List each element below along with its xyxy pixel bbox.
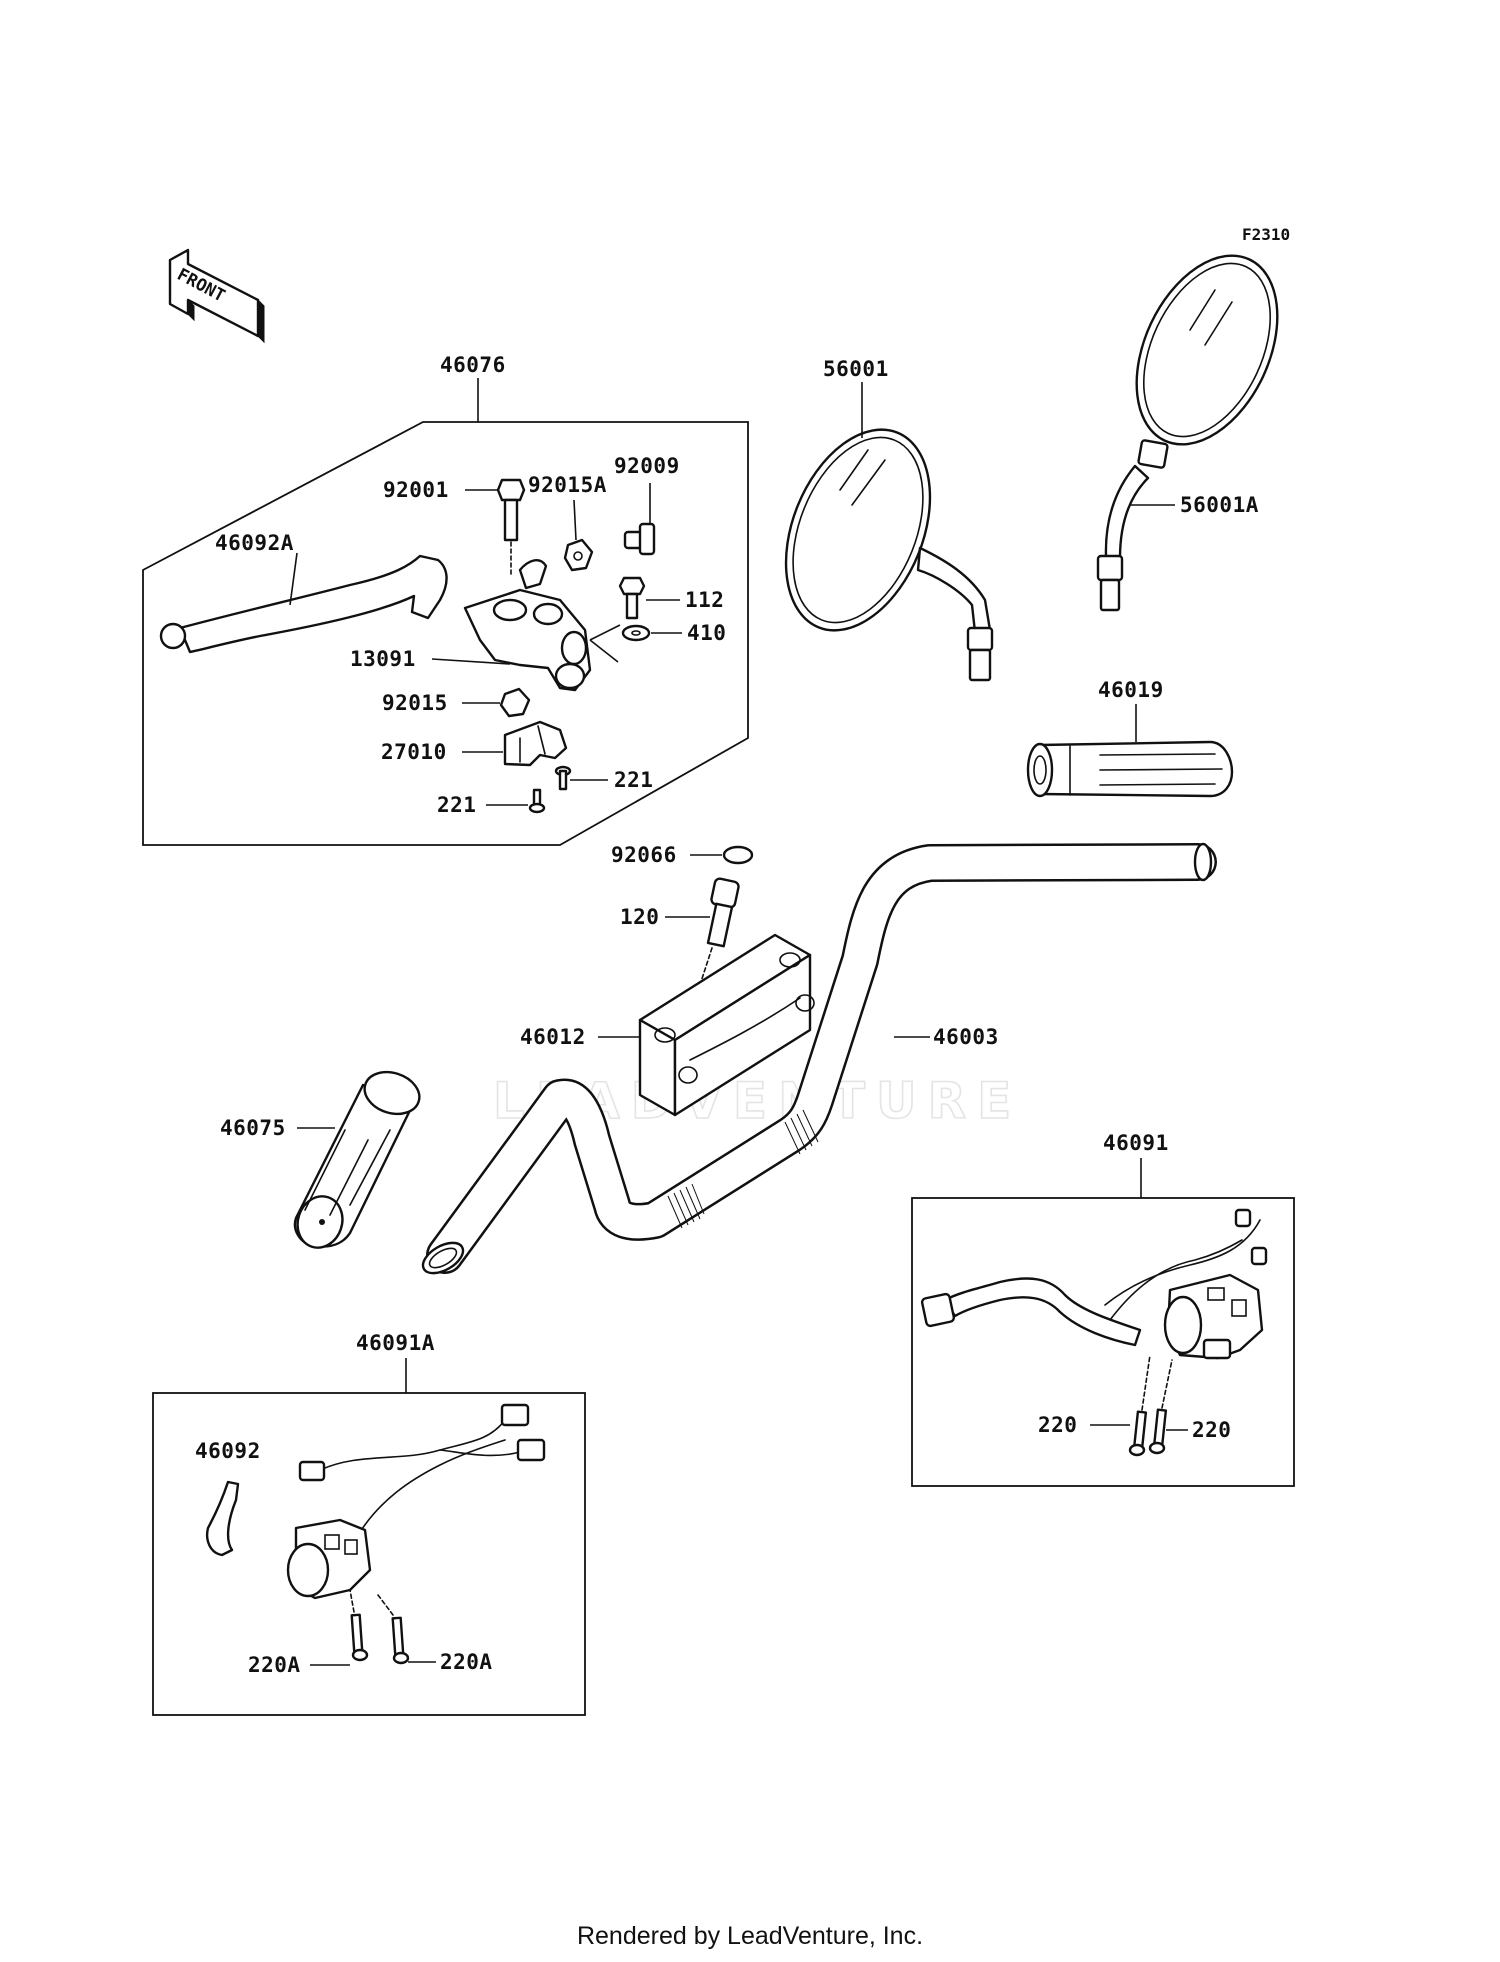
clutch-switch-icon bbox=[503, 720, 568, 767]
callout-56001A: 56001A bbox=[1180, 493, 1259, 517]
screw-icon bbox=[1128, 1354, 1151, 1457]
callout-120: 120 bbox=[620, 905, 659, 929]
pivot-bolt-icon bbox=[496, 478, 526, 576]
nut-icon bbox=[499, 687, 531, 718]
callout-46092A: 46092A bbox=[215, 531, 294, 555]
nut-icon bbox=[563, 538, 594, 572]
callout-92001: 92001 bbox=[383, 478, 449, 502]
left-grip-icon bbox=[293, 1070, 421, 1249]
handlebar-icon bbox=[421, 842, 1217, 1275]
callout-46091: 46091 bbox=[1103, 1131, 1169, 1155]
clutch-lever-icon bbox=[159, 554, 448, 654]
callout-56001: 56001 bbox=[823, 357, 889, 381]
right-grip-icon bbox=[1026, 740, 1234, 798]
callout-112: 112 bbox=[685, 588, 724, 612]
right-switch-housing-icon bbox=[920, 1208, 1268, 1360]
callout-220A-left: 220A bbox=[248, 1653, 301, 1677]
right-mirror-icon bbox=[1096, 254, 1279, 612]
callout-46092: 46092 bbox=[195, 1439, 261, 1463]
screw-icon bbox=[1148, 1359, 1173, 1455]
callout-410: 410 bbox=[687, 621, 726, 645]
assembly-box-46091A bbox=[152, 1392, 586, 1716]
bolt-icon bbox=[618, 576, 646, 620]
knurl-left bbox=[667, 1183, 705, 1229]
callout-46003: 46003 bbox=[933, 1025, 999, 1049]
screw-icon bbox=[528, 788, 546, 814]
front-arrow-icon: FRONT bbox=[168, 248, 265, 344]
right-switch-assembly: 46091 220 220 bbox=[911, 1131, 1295, 1487]
callout-220A-right: 220A bbox=[440, 1650, 493, 1674]
screw-icon bbox=[349, 1589, 369, 1662]
left-mirror-icon bbox=[784, 428, 994, 682]
callout-92066: 92066 bbox=[611, 843, 677, 867]
callout-46012: 46012 bbox=[520, 1025, 586, 1049]
callout-92015A: 92015A bbox=[528, 473, 607, 497]
cap-icon bbox=[722, 845, 754, 865]
callout-220-left: 220 bbox=[1038, 1413, 1077, 1437]
washer-icon bbox=[621, 624, 651, 642]
figure-code: F2310 bbox=[1242, 225, 1290, 244]
left-switch-housing-icon bbox=[286, 1403, 546, 1600]
footer-credit: Rendered by LeadVenture, Inc. bbox=[576, 1922, 924, 1950]
callout-221-right: 221 bbox=[614, 768, 653, 792]
left-switch-assembly: 46091A 46092 220A bbox=[152, 1331, 586, 1716]
callout-46075: 46075 bbox=[220, 1116, 286, 1140]
clutch-lever-assembly: 46076 46092A 92001 92015A 92009 bbox=[142, 353, 749, 846]
assembly-box-46091 bbox=[911, 1197, 1295, 1487]
callout-92015: 92015 bbox=[382, 691, 448, 715]
lever-cover-icon bbox=[206, 1480, 240, 1557]
callout-46019: 46019 bbox=[1098, 678, 1164, 702]
lever-holder-icon bbox=[463, 559, 592, 692]
callout-46091A: 46091A bbox=[356, 1331, 435, 1355]
callout-13091: 13091 bbox=[350, 647, 416, 671]
assembly-box-46076 bbox=[142, 421, 749, 846]
screw-icon bbox=[554, 765, 572, 791]
callout-220-right: 220 bbox=[1192, 1418, 1231, 1442]
callout-27010: 27010 bbox=[381, 740, 447, 764]
knurl-right bbox=[784, 1109, 819, 1155]
callout-46076: 46076 bbox=[440, 353, 506, 377]
adjuster-screw-icon bbox=[623, 522, 656, 556]
callout-221-left: 221 bbox=[437, 793, 476, 817]
screw-icon bbox=[377, 1594, 410, 1665]
handlebar-clamp-icon bbox=[638, 933, 815, 1117]
callout-92009: 92009 bbox=[614, 454, 680, 478]
